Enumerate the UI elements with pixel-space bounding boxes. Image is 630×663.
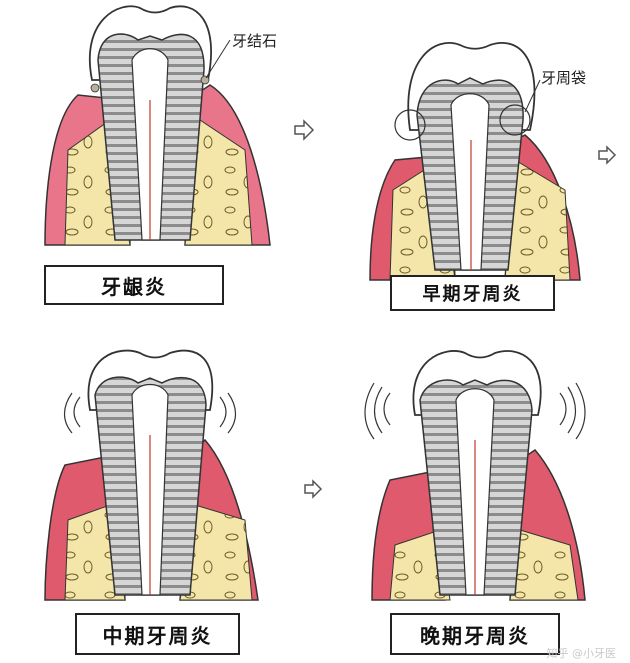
arrow-right-icon [598, 145, 617, 165]
tooth-diagram-late [364, 350, 586, 601]
panel-late: 晚期牙周炎 [350, 345, 630, 663]
panel-early: 牙周袋 早期牙周炎 [355, 20, 630, 320]
watermark: 知乎 @小牙医 [546, 647, 617, 660]
tooth-diagram-gingivitis [44, 5, 271, 246]
pocket-left [394, 109, 426, 141]
calculus-callout: 牙结石 [232, 32, 278, 50]
pocket-right [499, 104, 531, 136]
tooth-diagram-middle [44, 349, 259, 601]
stage-label-late: 晚期牙周炎 [390, 613, 560, 655]
stage-label-gingivitis: 牙龈炎 [44, 265, 224, 305]
stage-label-early: 早期牙周炎 [390, 275, 555, 311]
panel-middle: 中期牙周炎 [20, 345, 300, 663]
stage-label-middle: 中期牙周炎 [75, 613, 240, 655]
arrow-right-icon [294, 119, 315, 141]
panel-gingivitis: 牙结石 牙龈炎 [20, 0, 300, 320]
tooth-diagram-early [369, 42, 581, 281]
arrow-right-icon [304, 479, 323, 499]
pocket-callout: 牙周袋 [541, 69, 587, 87]
